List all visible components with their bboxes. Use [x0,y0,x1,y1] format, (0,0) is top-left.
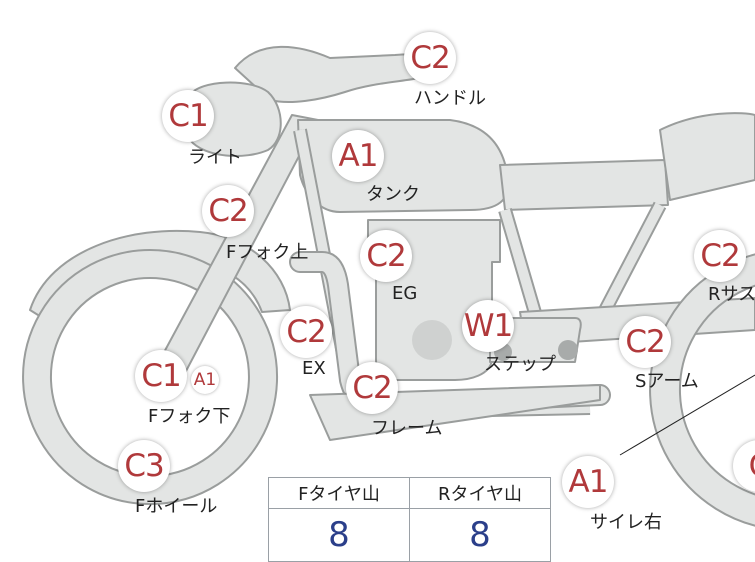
label-light: ライト [188,147,242,168]
tire-table-value-row: 8 8 [268,508,551,562]
label-fork-upper: Fフォク上 [226,242,309,263]
badge-exhaust: C2 [280,306,332,358]
label-handle: ハンドル [414,88,486,109]
badge-rear-suspension: C2 [694,230,746,282]
label-swing-arm: Sアーム [635,371,699,392]
badge-step: W1 [462,300,514,352]
seat-shape [499,159,669,211]
header-front-tire: Fタイヤ山 [268,477,410,509]
label-step: ステップ [484,354,556,375]
rear-wheel-shape [649,253,755,527]
tail-shape [659,112,755,201]
badge-fork-upper: C2 [202,185,254,237]
value-front-tire: 8 [268,508,410,562]
badge-engine: C2 [360,230,412,282]
tire-table-header-row: Fタイヤ山 Rタイヤ山 [268,477,551,509]
label-engine: EG [392,283,418,304]
engine-case-shape [412,320,452,360]
leader-line [619,374,755,456]
badge-rear-edge: C [733,440,755,492]
label-fork-lower: Fフォク下 [148,406,231,427]
header-rear-tire: Rタイヤ山 [409,477,551,509]
badge-handle: C2 [404,32,456,84]
badge-fork-lower: C1 [135,350,187,402]
badge-side-cover-right: A1 [562,456,614,508]
badge-light: C1 [162,90,214,142]
badge-frame: C2 [346,362,398,414]
badge-fork-lower-secondary: A1 [191,366,219,394]
headlight-shape [189,81,282,157]
label-exhaust: EX [302,358,326,379]
badge-tank: A1 [332,130,384,182]
step-peg-right-shape [558,340,578,360]
badge-front-wheel: C3 [118,440,170,492]
badge-swing-arm: C2 [619,316,671,368]
value-rear-tire: 8 [409,508,551,562]
label-tank: タンク [366,184,420,205]
label-side-cover-right: サイレ右 [590,512,662,533]
label-front-wheel: Fホイール [135,496,218,517]
tire-tread-table: Fタイヤ山 Rタイヤ山 8 8 [268,477,551,562]
label-frame: フレーム [371,418,443,439]
label-rear-suspension: Rサス [708,284,755,305]
